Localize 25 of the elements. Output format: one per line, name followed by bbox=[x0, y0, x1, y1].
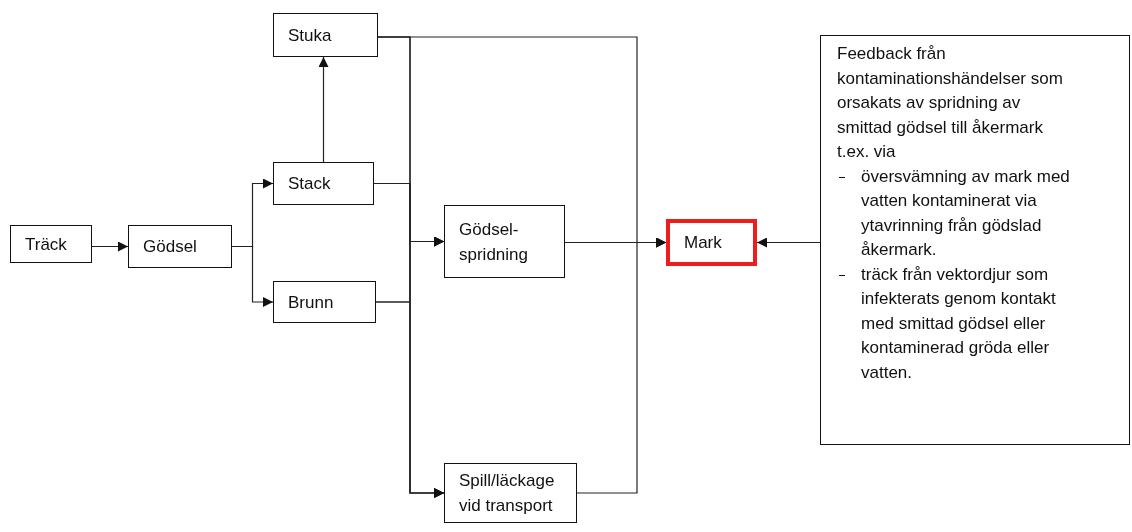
list-item-text: träck från vektordjur som infekterats genom kontakt med smittad gödsel eller kontaminerad gröda eller vatten. bbox=[861, 263, 1057, 384]
box-label: Brunn bbox=[288, 291, 334, 314]
box-label: Stack bbox=[288, 173, 331, 195]
arrow bbox=[756, 237, 821, 248]
process-box bbox=[444, 205, 565, 278]
process-box bbox=[444, 463, 577, 523]
box-label: Stuka bbox=[288, 24, 332, 47]
arrow bbox=[231, 245, 274, 307]
box-label: Spill/läckage vid transport bbox=[459, 470, 556, 517]
process-box bbox=[273, 281, 376, 323]
process-box bbox=[128, 225, 232, 268]
box-label: Gödsel- spridning bbox=[459, 218, 529, 266]
process-box bbox=[273, 162, 374, 205]
note-box bbox=[820, 35, 1130, 445]
highlighted-box bbox=[666, 219, 757, 266]
arrow bbox=[91, 241, 129, 252]
process-box bbox=[10, 225, 92, 263]
process-box bbox=[273, 13, 378, 57]
arrow bbox=[318, 56, 329, 163]
arrow bbox=[576, 237, 667, 494]
box-label: Gödsel bbox=[143, 236, 197, 258]
arrow bbox=[375, 301, 445, 498]
list-item-text: översvämning av mark med vatten kontaminerat via ytavrinning från gödslad åkermark. bbox=[861, 165, 1071, 261]
box-label: Träck bbox=[25, 233, 67, 256]
box-label: Mark bbox=[684, 232, 722, 254]
